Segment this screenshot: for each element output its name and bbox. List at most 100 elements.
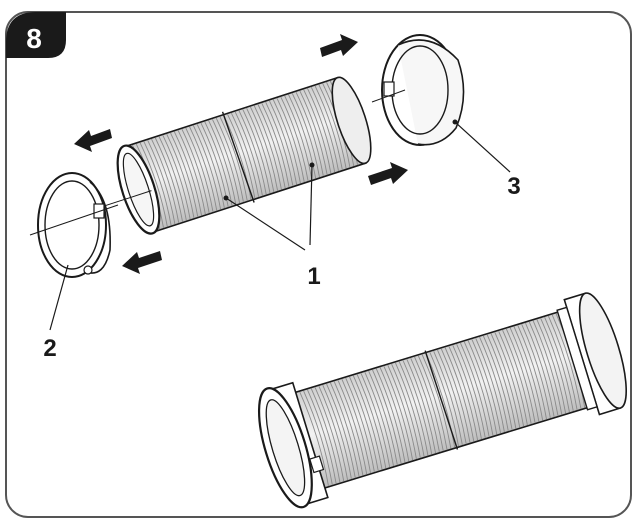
step-badge: 8 xyxy=(6,12,66,58)
hose-rib xyxy=(154,137,183,222)
hose-rib xyxy=(299,90,328,175)
hose-rib xyxy=(391,363,421,458)
hose-rib xyxy=(521,324,551,419)
hose-rib xyxy=(299,391,329,486)
hose-rib xyxy=(460,342,490,437)
hose-rib xyxy=(215,117,244,202)
hose-rib xyxy=(505,328,536,423)
hose-rib xyxy=(486,334,517,429)
hose-rib xyxy=(192,125,221,210)
hose-rib xyxy=(356,374,387,469)
hose-rib xyxy=(467,340,498,435)
hose-rib xyxy=(414,356,444,451)
hose-rib xyxy=(238,110,267,195)
hose-rib xyxy=(257,104,286,189)
hose-rib xyxy=(341,379,371,474)
hose-rib xyxy=(181,129,210,213)
hose-rib xyxy=(352,375,383,470)
hose-rib xyxy=(291,93,320,178)
hose-rib xyxy=(482,335,513,430)
hose-rib xyxy=(433,350,463,445)
hose-rib xyxy=(227,114,256,199)
hose-rib xyxy=(444,347,475,442)
hose-rib xyxy=(475,338,505,433)
hose-rib xyxy=(307,389,337,484)
hose-rib xyxy=(437,349,467,444)
hose-rib xyxy=(360,373,391,468)
hose-rib xyxy=(307,88,336,173)
hose-rib xyxy=(349,376,379,471)
hose-rib xyxy=(139,142,168,227)
hose-rib xyxy=(372,369,402,464)
hose-rib xyxy=(548,315,578,410)
hose-rib xyxy=(513,326,544,421)
hose-rib xyxy=(517,325,547,420)
hose-rib xyxy=(242,109,271,194)
hose-rib xyxy=(429,352,459,447)
hose-rib xyxy=(532,320,563,415)
hose-rib xyxy=(261,103,290,188)
hose-rib xyxy=(147,140,176,225)
hose-rib xyxy=(211,119,241,204)
hose-rib xyxy=(265,101,294,186)
hose-rib xyxy=(502,329,532,424)
hose-rib xyxy=(177,130,206,215)
hose-rib xyxy=(143,141,172,226)
hose-rib xyxy=(185,127,214,212)
hose-rib xyxy=(471,339,502,434)
hose-rib xyxy=(448,346,479,441)
hose-rib xyxy=(246,108,275,192)
hose-rib xyxy=(402,360,433,455)
hose-rib xyxy=(387,364,417,459)
hose-rib xyxy=(494,332,524,427)
callout-label-hose: 1 xyxy=(307,263,320,290)
hose-rib xyxy=(170,132,199,217)
hose-rib xyxy=(162,135,191,220)
hose-rib xyxy=(284,95,313,180)
hose-rib xyxy=(208,120,237,205)
hose-rib xyxy=(540,318,570,413)
hose-rib xyxy=(204,121,233,206)
hose-rib xyxy=(525,322,555,417)
hose-rib xyxy=(398,361,429,456)
arrow-icon xyxy=(74,34,408,274)
hose-rib xyxy=(158,136,187,221)
hose-rib xyxy=(337,380,368,475)
hose-rib xyxy=(421,354,452,449)
hose-rib xyxy=(318,386,349,481)
hose-rib xyxy=(250,106,279,191)
hose-rib xyxy=(395,362,425,457)
hose-rib xyxy=(322,384,352,479)
hose-rib xyxy=(536,319,567,414)
hose-rib xyxy=(410,357,440,452)
hose-rib xyxy=(173,131,202,216)
step-number: 8 xyxy=(26,23,42,54)
hose-rib xyxy=(269,100,298,185)
hose-rib xyxy=(303,89,332,174)
hose-rib xyxy=(440,348,471,443)
hose-rib xyxy=(329,382,360,477)
callout-label-window-adapter: 2 xyxy=(43,335,56,362)
hose-rib xyxy=(406,359,436,454)
hose-rib xyxy=(288,94,317,179)
hose-rib xyxy=(314,387,345,482)
window-adapter-ring xyxy=(29,172,119,278)
hose-rib xyxy=(326,383,356,478)
hose-exploded xyxy=(79,76,372,235)
hose-rib xyxy=(196,124,225,209)
hose-rib xyxy=(318,84,347,169)
hose-rib xyxy=(528,321,559,416)
hose-rib xyxy=(295,91,324,176)
hose-rib xyxy=(498,331,528,426)
hose-rib xyxy=(234,111,263,196)
hose-rib xyxy=(310,87,339,171)
unit-adapter-ring xyxy=(371,34,465,146)
hose-rib xyxy=(272,99,301,184)
hose-rib xyxy=(551,314,582,409)
hose-rib xyxy=(314,85,343,170)
hose-rib xyxy=(490,333,521,428)
hose-rib xyxy=(456,343,486,438)
hose-rib xyxy=(151,138,180,223)
hose-rib xyxy=(417,355,448,450)
